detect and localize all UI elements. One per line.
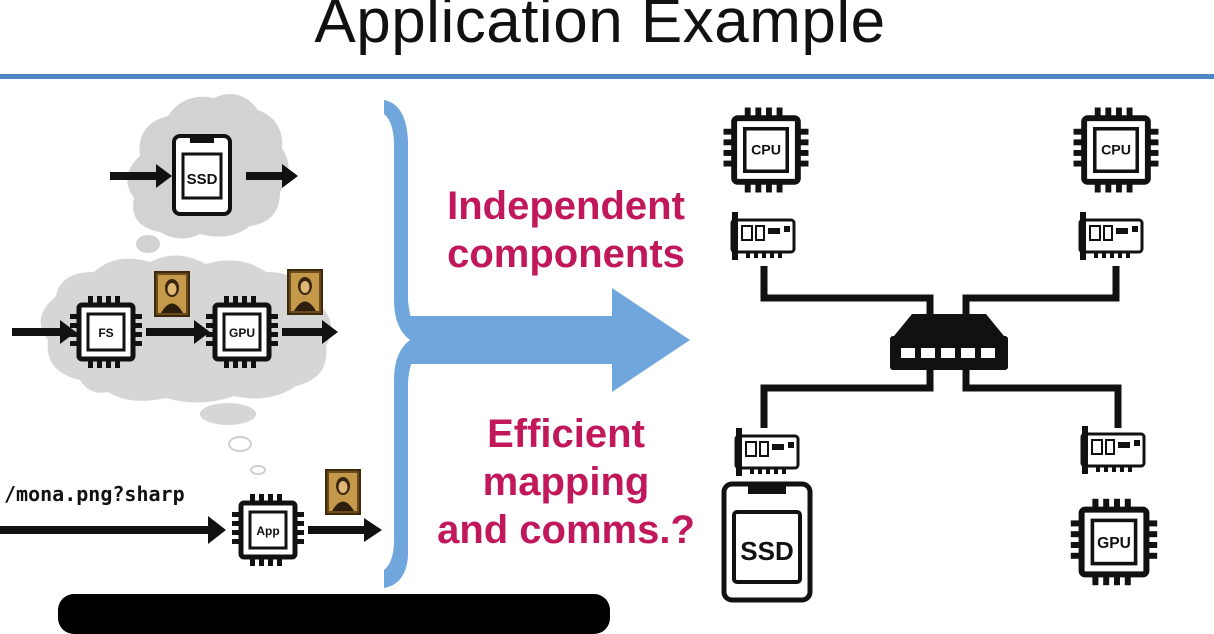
chip-icon: FS	[70, 296, 142, 368]
arrow-icon	[194, 320, 210, 344]
caption-bar	[58, 594, 610, 634]
ssd-label-top: SSD	[187, 171, 218, 188]
ssd-icon: SSD	[721, 481, 813, 603]
network-card-icon	[734, 426, 800, 478]
ssd-label-bottom: SSD	[740, 536, 793, 566]
ssd-icon: SSD	[172, 134, 232, 216]
request-url: /mona.png?sharp	[4, 482, 185, 506]
label-line: components	[447, 232, 685, 276]
arrow-icon	[384, 100, 690, 588]
network-card-icon	[1080, 424, 1146, 476]
arrow-icon	[60, 320, 76, 344]
chip-icon: CPU	[724, 108, 809, 193]
title-divider	[0, 74, 1214, 79]
independent-components-label: Independent components	[426, 182, 706, 278]
efficient-mapping-label: Efficient mapping and comms.?	[416, 410, 716, 554]
label-line: Independent	[447, 184, 685, 228]
label-line: mapping	[482, 460, 650, 504]
network-switch-icon	[890, 314, 1008, 370]
network-card-icon	[730, 210, 796, 262]
gpu-label-bottom: GPU	[1097, 535, 1131, 552]
app-label: App	[256, 524, 279, 538]
chip-icon: GPU	[1071, 499, 1157, 585]
chip-icon: App	[232, 494, 304, 566]
painting-icon	[287, 269, 323, 315]
arrow-icon	[208, 516, 226, 544]
cpu-label-left: CPU	[751, 143, 781, 159]
arrow-icon	[282, 164, 298, 188]
painting-icon	[154, 271, 190, 317]
page-title: Application Example	[314, 0, 886, 56]
arrow-icon	[364, 518, 382, 542]
fs-label: FS	[98, 326, 113, 340]
label-line: Efficient	[487, 412, 645, 456]
label-line: and comms.?	[437, 508, 695, 552]
network-wires	[760, 266, 1122, 428]
network-card-icon	[1078, 210, 1144, 262]
cpu-label-right: CPU	[1101, 143, 1131, 159]
gpu-label-mid: GPU	[229, 326, 255, 340]
chip-icon: GPU	[206, 296, 278, 368]
arrow-icon	[156, 164, 172, 188]
painting-icon	[325, 469, 361, 515]
arrow-icon	[322, 320, 338, 344]
chip-icon: CPU	[1074, 108, 1159, 193]
